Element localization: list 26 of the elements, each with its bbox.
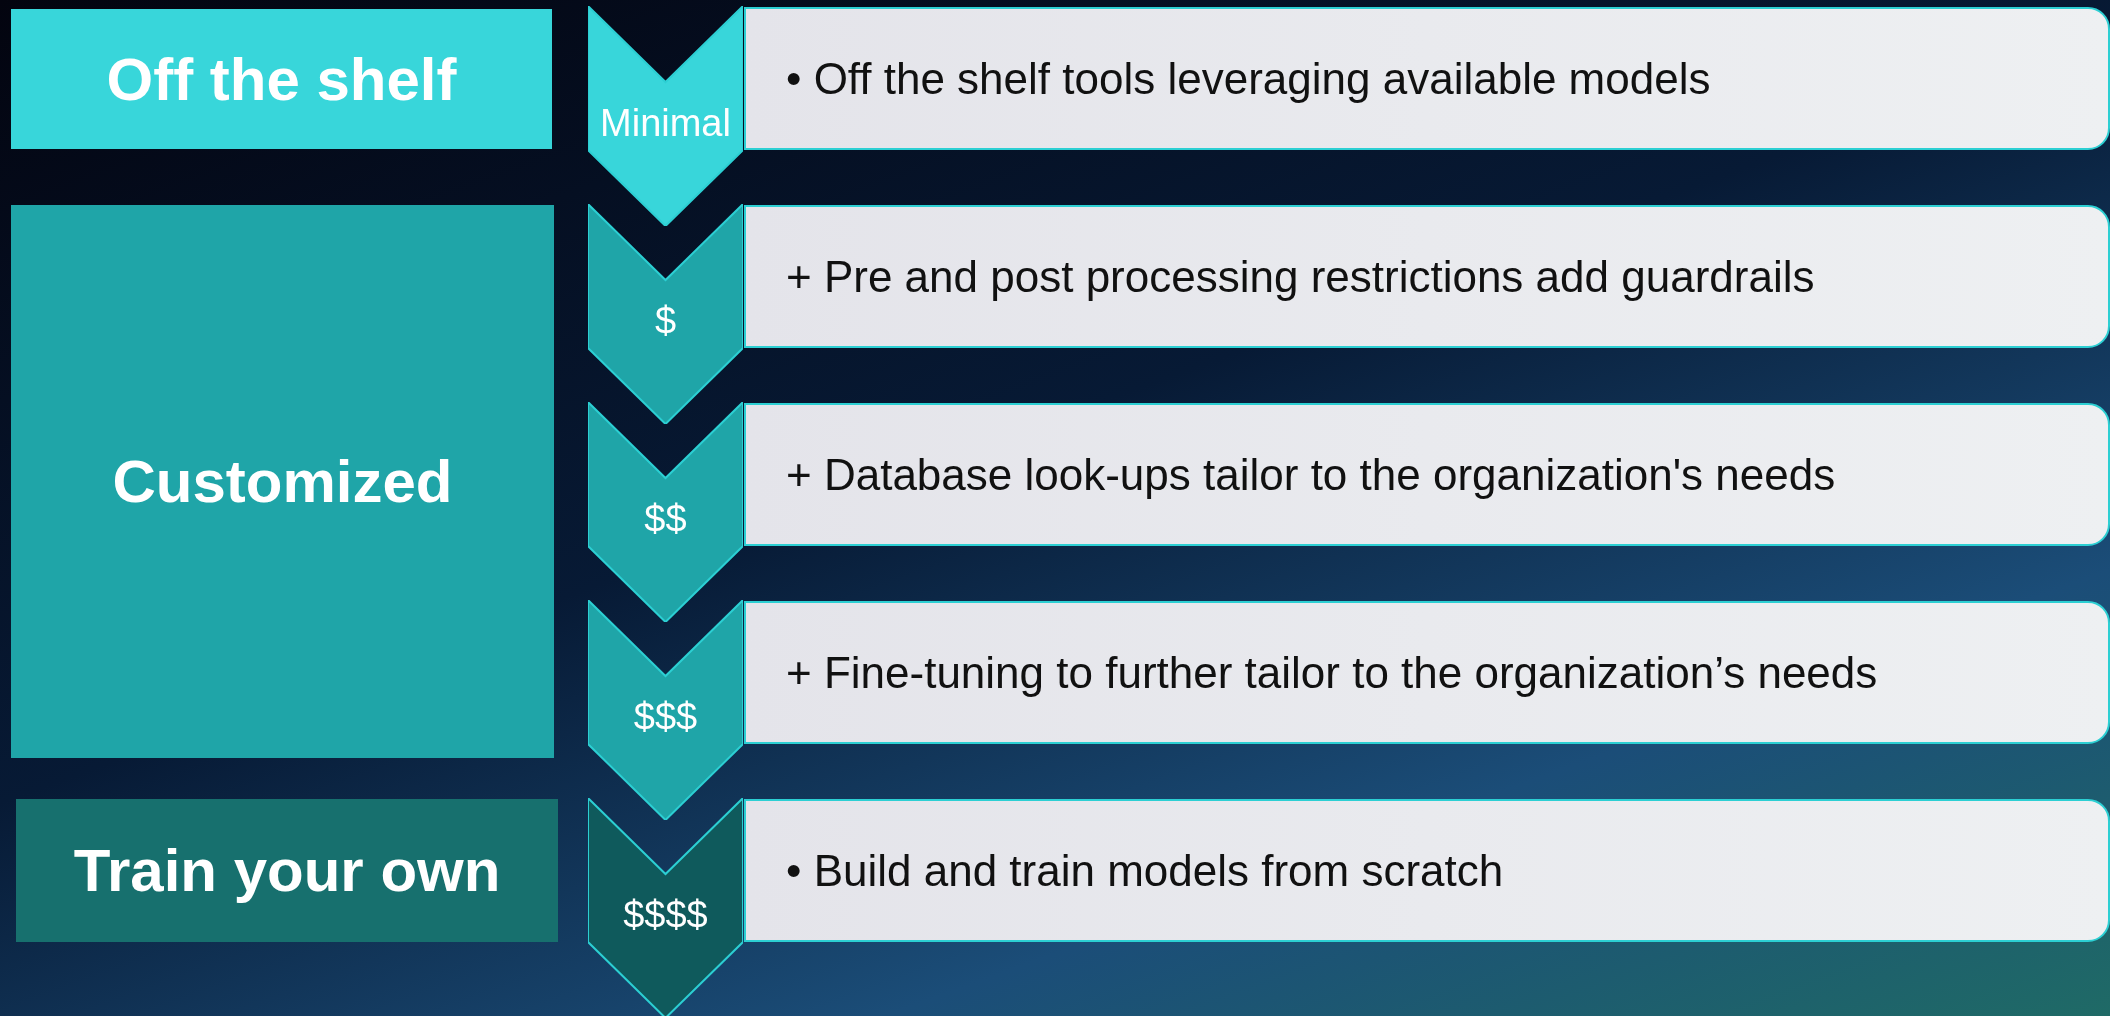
- category-box: [11, 9, 552, 149]
- category-label: Off the shelf: [106, 44, 457, 114]
- category-box: [11, 205, 554, 758]
- description-text: + Fine-tuning to further tailor to the organization’s needs: [785, 647, 1878, 698]
- cost-label: $$$: [632, 696, 699, 739]
- cost-level-banner: [588, 6, 743, 226]
- description-box: [744, 7, 2110, 150]
- description-text: + Pre and post processing restrictions add guardrails: [785, 251, 1815, 302]
- cost-level-banner: [588, 204, 743, 424]
- description-box: [744, 799, 2110, 942]
- description-box: [744, 205, 2110, 348]
- description-box: [744, 601, 2110, 744]
- cost-level-banner: [588, 798, 743, 1016]
- cost-label: $$: [643, 498, 688, 541]
- cost-level-banner: [588, 402, 743, 622]
- category-label: Customized: [112, 447, 453, 516]
- description-box: [744, 403, 2110, 546]
- cost-label: $$$$: [622, 894, 709, 937]
- description-text: + Database look-ups tailor to the organization's needs: [785, 449, 1836, 500]
- category-box: [16, 799, 558, 942]
- cost-level-banner: [588, 600, 743, 820]
- description-text: • Build and train models from scratch: [785, 845, 1504, 896]
- cost-label: $: [653, 300, 678, 343]
- cost-label: Minimal: [599, 102, 732, 145]
- description-text: • Off the shelf tools leveraging available models: [785, 53, 1711, 104]
- category-label: Train your own: [73, 836, 501, 905]
